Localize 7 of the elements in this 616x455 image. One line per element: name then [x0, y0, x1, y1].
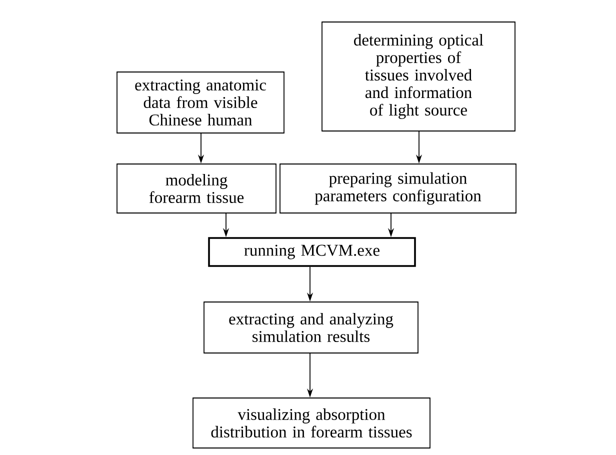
process-box: modeling forearm tissue — [116, 164, 276, 214]
process-box: running MCVM.exe — [208, 237, 416, 267]
process-box: determining optical properties of tissues involved and information of light source — [322, 22, 516, 132]
process-box: preparing simulation parameters configuration — [280, 164, 516, 214]
process-box: extracting anatomic data from visible Chinese human — [116, 72, 284, 134]
process-box: extracting and analyzing simulation results — [204, 302, 418, 354]
process-box: visualizing absorption distribution in forearm tissues — [192, 398, 430, 448]
